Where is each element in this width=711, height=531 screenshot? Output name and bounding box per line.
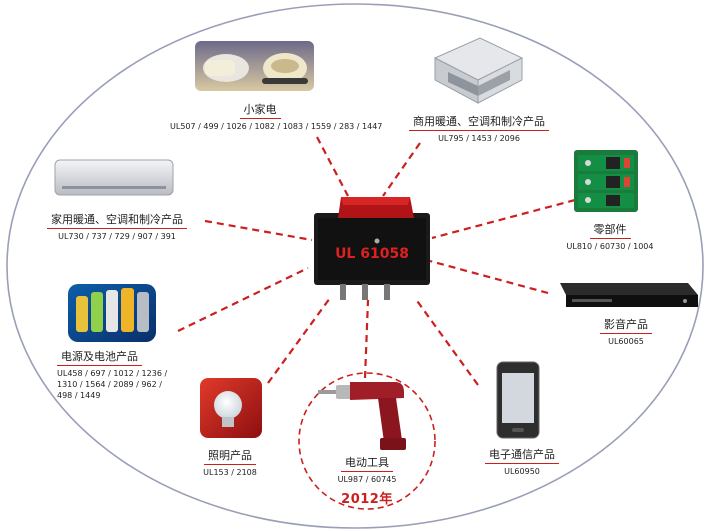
node-power-battery: 电源及电池产品 UL458 / 697 / 1012 / 1236 / 1310… — [57, 345, 177, 401]
node-lighting: 照明产品 UL153 / 2108 — [190, 444, 270, 478]
standards-label: UL730 / 737 / 729 / 907 / 391 — [58, 232, 176, 241]
connector-components — [431, 198, 576, 240]
node-small-appliance: 小家电 UL507 / 499 / 1026 / 1082 / 1083 / 1… — [170, 98, 383, 132]
lamp-bulb-image — [200, 378, 262, 438]
category-label: 电子通信产品 — [485, 448, 559, 464]
dvd-player-image — [560, 283, 698, 307]
category-label: 家用暖通、空调和制冷产品 — [47, 213, 187, 229]
standards-label: UL60065 — [608, 337, 644, 346]
household-hvac-image — [54, 159, 174, 196]
components-pcb-image — [574, 150, 638, 212]
standards-label: UL507 / 499 / 1026 / 1082 / 1083 / 1559 … — [170, 122, 383, 131]
mobile-phone-image — [496, 361, 540, 439]
connectors — [177, 136, 576, 386]
category-label: 零部件 — [589, 223, 631, 239]
connector-commercial-hvac — [382, 142, 421, 197]
outer-ring — [6, 3, 704, 529]
small-appliance-image — [195, 41, 314, 91]
category-label: 商用暖通、空调和制冷产品 — [409, 115, 549, 131]
category-label: 电源及电池产品 — [57, 350, 142, 366]
standards-line-1: UL458 / 697 / 1012 / 1236 / — [57, 369, 168, 378]
center-standard-label: UL 61058 — [335, 246, 409, 262]
node-commercial-hvac: 商用暖通、空调和制冷产品 UL795 / 1453 / 2096 — [399, 110, 559, 144]
year-label: 2012年 — [341, 492, 393, 507]
category-label: 电动工具 — [341, 456, 393, 472]
category-label: 小家电 — [239, 103, 281, 119]
connector-household-hvac — [204, 219, 313, 242]
node-components: 零部件 UL810 / 60730 / 1004 — [555, 218, 665, 252]
node-power-tools: 电动工具 UL987 / 60745 2012年 — [322, 451, 412, 507]
connector-audio-video — [429, 259, 549, 295]
connector-power-tools — [363, 299, 370, 379]
standards-label: UL795 / 1453 / 2096 — [438, 134, 520, 143]
connector-power-battery — [177, 267, 309, 332]
category-label: 影音产品 — [600, 318, 652, 334]
standards-line-3: 498 / 1449 — [57, 391, 101, 400]
battery-image — [68, 284, 156, 342]
category-label: 照明产品 — [204, 449, 256, 465]
power-tools-highlight-circle — [298, 372, 436, 510]
standards-label: UL60950 — [504, 467, 540, 476]
commercial-hvac-image — [433, 37, 524, 104]
connector-lighting — [267, 297, 331, 384]
connector-telecom — [414, 297, 479, 386]
rocker-switch-image — [314, 197, 430, 300]
node-audio-video: 影音产品 UL60065 — [586, 313, 666, 347]
standards-line-2: 1310 / 1564 / 2089 / 962 / — [57, 380, 162, 389]
standards-label: UL153 / 2108 — [203, 468, 257, 477]
connector-small-appliance — [316, 136, 349, 197]
standards-label: UL810 / 60730 / 1004 — [566, 242, 654, 251]
node-household-hvac: 家用暖通、空调和制冷产品 UL730 / 737 / 729 / 907 / 3… — [37, 208, 197, 242]
standards-label: UL987 / 60745 — [337, 475, 397, 484]
power-drill-image — [318, 382, 406, 450]
node-telecom: 电子通信产品 UL60950 — [474, 443, 570, 477]
